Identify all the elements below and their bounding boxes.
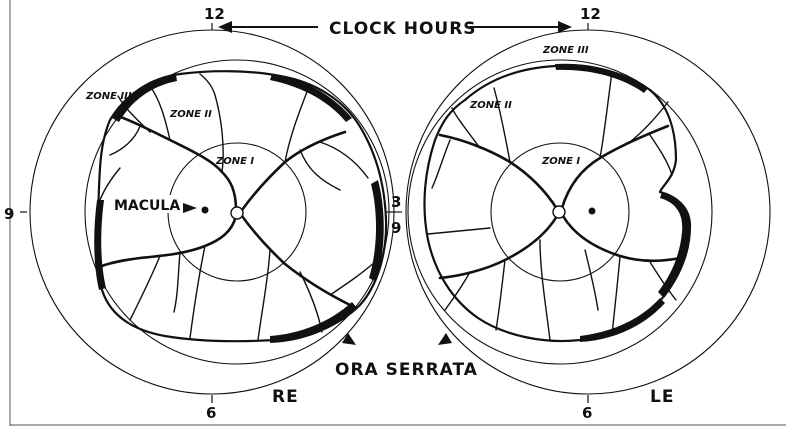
re-branch-7 <box>258 250 270 340</box>
re-zone1-label: ZONE I <box>215 156 254 167</box>
re-macula-dot <box>202 207 209 214</box>
re-hour-3-label: 3 <box>391 193 401 211</box>
re-macula-label: MACULA <box>114 198 180 214</box>
le-macula-dot <box>589 208 596 215</box>
ora-serrata-arrow-right <box>438 333 452 345</box>
le-hour-9-label: 9 <box>391 219 401 237</box>
re-eye-label: RE <box>272 387 299 407</box>
re-zone3-label: ZONE III <box>85 91 132 102</box>
ora-serrata-arrow-left <box>342 333 356 345</box>
re-branch-6 <box>300 272 322 332</box>
re-hour-6-label: 6 <box>206 404 216 422</box>
le-zone3-label: ZONE III <box>542 45 589 56</box>
re-vessel-right-up <box>242 132 345 210</box>
re-branch-5 <box>320 142 368 178</box>
le-eye-label: LE <box>650 387 674 407</box>
re-branch-8 <box>190 246 205 338</box>
ora-serrata-callout: ORA SERRATA <box>335 333 478 380</box>
le-branch-6 <box>540 240 550 340</box>
re-optic-disc <box>231 207 243 219</box>
le-branch-5 <box>496 260 505 330</box>
le-optic-disc <box>553 206 565 218</box>
le-vessel-lower-right <box>563 216 680 261</box>
re-branch-12 <box>300 150 340 190</box>
clock-hours-label: CLOCK HOURS <box>329 19 477 39</box>
le-branch-11 <box>585 250 598 310</box>
re-ridge-top <box>270 74 352 122</box>
re-branch-4 <box>285 84 310 162</box>
le-branch-2 <box>600 72 612 158</box>
re-macula-arrow <box>183 203 197 213</box>
re-ridge-right <box>369 180 384 282</box>
le-branch-7 <box>612 256 620 335</box>
left-12-label: 12 <box>204 5 225 23</box>
le-retina-boundary <box>424 66 690 341</box>
re-zone2-label: ZONE II <box>169 109 212 120</box>
le-branch-10 <box>428 228 490 234</box>
le-ridge-bottom <box>580 298 665 342</box>
re-branch-9 <box>130 256 160 320</box>
le-branch-3 <box>630 102 668 142</box>
le-branch-12 <box>432 140 450 188</box>
re-branch-10 <box>174 252 180 312</box>
le-branch-13 <box>650 135 672 175</box>
le-zone2-label: ZONE II <box>469 100 512 111</box>
clock-hours-arrow: CLOCK HOURS <box>218 19 572 39</box>
re-ridge-left <box>94 200 106 290</box>
le-hour-6-label: 6 <box>582 404 592 422</box>
re-branch-11 <box>330 262 375 295</box>
re-hour-9-label: 9 <box>4 205 14 223</box>
ora-serrata-label: ORA SERRATA <box>335 360 478 380</box>
re-branch-3 <box>110 126 140 155</box>
le-zone1-label: ZONE I <box>541 156 580 167</box>
le-ridge-top <box>555 64 648 93</box>
right-12-label: 12 <box>580 5 601 23</box>
